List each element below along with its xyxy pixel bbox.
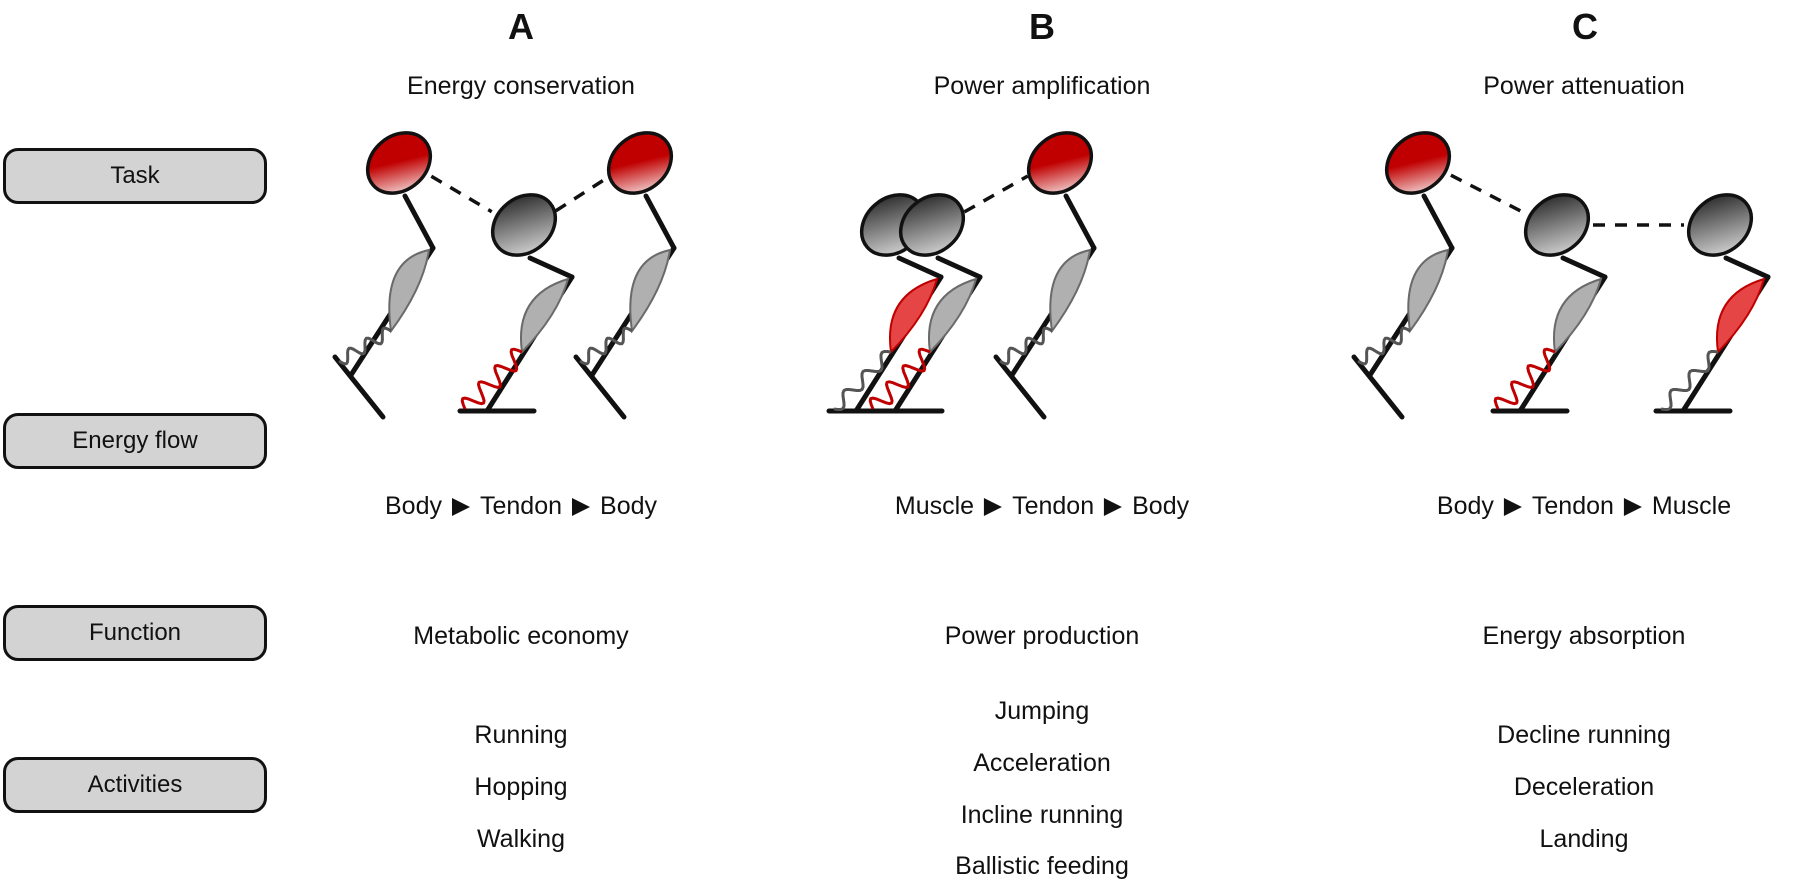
energy-flow-a: Body Tendon Body <box>385 492 657 521</box>
arrow-right-icon <box>451 497 470 516</box>
body-mass-high <box>1384 131 1452 195</box>
muscle-passive <box>629 248 672 334</box>
tendon-spring-stretched <box>868 347 931 410</box>
leg-figure <box>993 131 1097 420</box>
activity-item: Hopping <box>474 773 568 801</box>
flow-step: Tendon <box>1012 492 1095 520</box>
muscle-active <box>1716 277 1766 355</box>
tendon-spring-relaxed <box>1357 326 1411 366</box>
leg-figure <box>1653 193 1771 414</box>
task-title-c: Power attenuation <box>1483 72 1685 100</box>
muscle-passive <box>1553 277 1603 355</box>
row-label-text: Energy flow <box>72 427 198 454</box>
thigh-segment <box>1063 193 1097 251</box>
activity-item: Walking <box>477 825 565 853</box>
arrow-right-icon <box>1623 497 1642 516</box>
panel-letter-b: B <box>1029 6 1055 47</box>
flow-step: Body <box>600 492 657 520</box>
thigh-segment <box>527 255 575 280</box>
activity-item: Incline running <box>960 801 1124 829</box>
thigh-segment <box>935 255 983 280</box>
leg-figure <box>332 131 436 420</box>
thigh-segment <box>402 193 436 251</box>
tendon-spring-relaxed <box>833 350 892 411</box>
body-trajectory-dashed-line <box>430 174 493 214</box>
energy-flow-b: Muscle Tendon Body <box>895 492 1189 521</box>
activity-item: Ballistic feeding <box>955 852 1129 880</box>
function-a: Metabolic economy <box>413 622 629 650</box>
leg-figure <box>1351 131 1455 420</box>
flow-step: Muscle <box>894 492 975 520</box>
body-mass-low <box>490 193 558 257</box>
body-trajectory-dashed-line <box>963 174 1029 214</box>
muscle-passive <box>1407 248 1450 334</box>
flow-step: Body <box>1132 492 1190 520</box>
panel-letter-c: C <box>1572 6 1598 47</box>
flow-step: Muscle <box>1651 492 1732 520</box>
flow-step: Body <box>385 492 442 520</box>
thigh-segment <box>896 255 944 280</box>
activity-item: Running <box>474 721 568 749</box>
muscle-passive <box>520 277 570 355</box>
tendon-spring-relaxed <box>999 326 1053 366</box>
activity-item: Jumping <box>994 697 1090 725</box>
panel-letter-a: A <box>508 6 534 47</box>
tendon-spring-relaxed <box>1660 350 1719 411</box>
row-label-text: Function <box>88 619 182 646</box>
leg-figure <box>1490 193 1608 414</box>
arrow-right-icon <box>572 497 591 516</box>
body-mass-low <box>1523 193 1591 257</box>
muscle-passive <box>388 248 431 334</box>
leg-figure <box>573 131 677 420</box>
function-c: Energy absorption <box>1482 622 1686 650</box>
body-trajectory-dashed-line <box>1450 173 1525 215</box>
body-mass-high <box>606 131 674 195</box>
body-mass-high <box>365 131 433 195</box>
activity-item: Acceleration <box>973 749 1111 777</box>
thigh-segment <box>1421 193 1455 251</box>
tendon-spring-relaxed <box>579 326 633 366</box>
function-b: Power production <box>944 622 1140 650</box>
muscle-passive <box>928 277 978 355</box>
leg-figure <box>457 193 575 414</box>
flow-step: Body <box>1436 492 1494 520</box>
foot-segment <box>573 354 627 420</box>
thigh-segment <box>1723 255 1771 280</box>
leg-figure <box>865 193 983 414</box>
row-label-activities: Activities <box>3 757 267 813</box>
thigh-segment <box>1560 255 1608 280</box>
foot-segment <box>332 354 386 420</box>
task-title-b: Power amplification <box>933 72 1151 100</box>
flow-step: Tendon <box>1531 492 1614 520</box>
energy-flow-c: Body Tendon Muscle <box>1437 492 1731 521</box>
row-label-text: Activities <box>87 771 183 798</box>
flow-step: Tendon <box>479 492 563 520</box>
activity-item: Landing <box>1539 825 1629 853</box>
arrow-right-icon <box>1503 497 1522 516</box>
row-label-task: Task <box>3 148 267 204</box>
muscle-passive <box>1049 248 1092 334</box>
foot-segment <box>1351 354 1405 420</box>
tendon-spring-stretched <box>1493 347 1556 410</box>
body-trajectory-dashed-line <box>554 175 610 213</box>
arrow-right-icon <box>1104 497 1123 516</box>
activity-item: Decline running <box>1497 721 1671 749</box>
tendon-spring-relaxed <box>338 326 392 366</box>
row-label-text: Task <box>110 162 160 189</box>
arrow-right-icon <box>984 497 1003 516</box>
body-mass-low <box>898 193 966 257</box>
row-label-energy-flow: Energy flow <box>3 413 267 469</box>
activity-item: Deceleration <box>1513 773 1655 801</box>
task-title-a: Energy conservation <box>407 72 635 100</box>
body-mass-low <box>1686 193 1754 257</box>
foot-segment <box>993 354 1047 420</box>
body-mass-high <box>1026 131 1094 195</box>
tendon-spring-stretched <box>460 347 523 410</box>
row-label-function: Function <box>3 605 267 661</box>
thigh-segment <box>643 193 677 251</box>
